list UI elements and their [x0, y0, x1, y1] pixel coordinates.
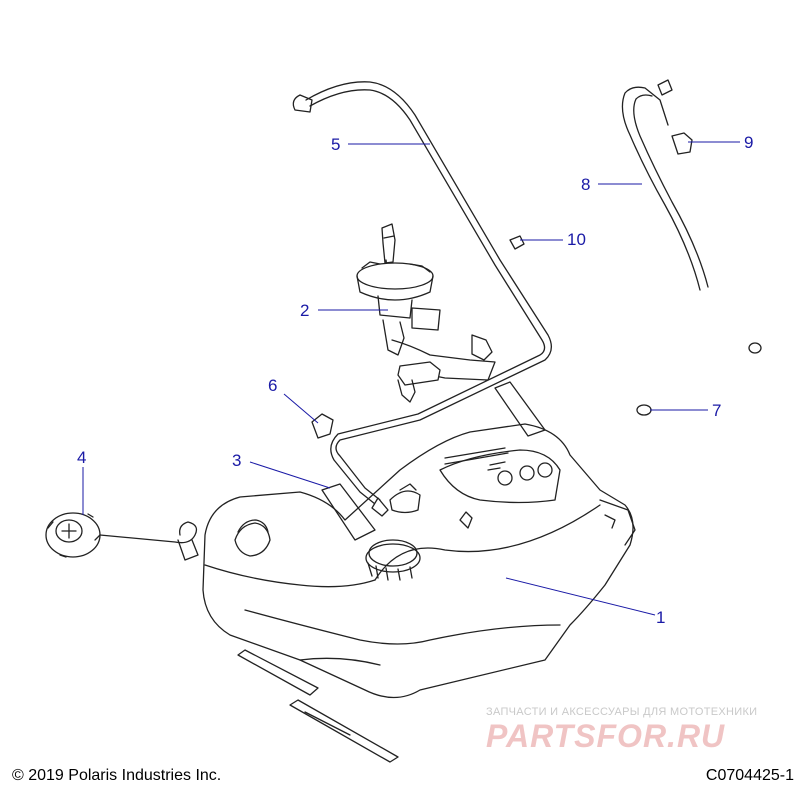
callout-9: 9	[744, 133, 754, 152]
fitting-part	[509, 235, 525, 250]
callout-8: 8	[581, 175, 591, 194]
callout-2: 2	[300, 301, 310, 320]
callout-6: 6	[268, 376, 278, 395]
connector-part	[671, 132, 693, 155]
drawing-number: C0704425-1	[705, 767, 794, 784]
fuel-tank-part	[202, 423, 636, 699]
callout-3: 3	[232, 451, 242, 470]
clamp-part	[636, 342, 762, 416]
pad-part	[321, 381, 546, 541]
leader-line-6	[283, 393, 319, 424]
callout-1: 1	[656, 608, 666, 627]
callout-7: 7	[712, 401, 722, 420]
callout-10: 10	[567, 230, 586, 249]
fuel-pump-part	[356, 223, 496, 403]
hose-part	[621, 79, 709, 291]
fuel-cap-part	[45, 512, 199, 561]
leader-line-3	[249, 461, 331, 489]
callout-4: 4	[77, 448, 87, 467]
watermark-logo: PARTSFOR.RU	[486, 718, 726, 754]
callout-5: 5	[331, 135, 341, 154]
watermark-tagline: ЗАПЧАСТИ И АКСЕССУАРЫ ДЛЯ МОТОТЕХНИКИ	[486, 706, 758, 718]
vent-line-part	[292, 81, 552, 517]
clip-part	[311, 413, 334, 439]
copyright-text: © 2019 Polaris Industries Inc.	[12, 767, 222, 784]
strap-part	[237, 649, 399, 763]
leader-line-1	[505, 577, 656, 616]
